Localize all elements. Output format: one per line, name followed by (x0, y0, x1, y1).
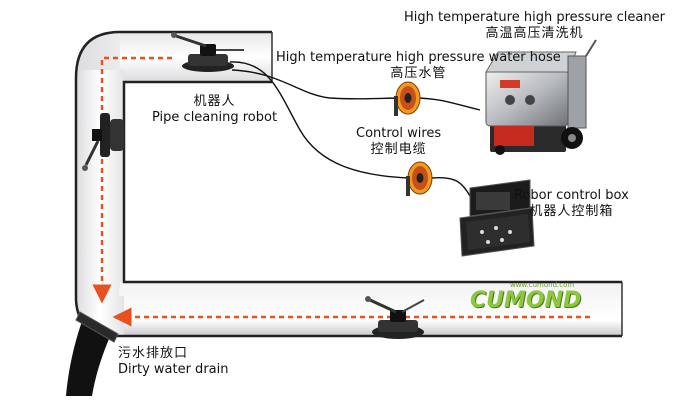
pipe-cleaning-robot-icon (171, 32, 244, 72)
hose-label: High temperature high pressure water hos… (276, 50, 561, 83)
cleaner-label: High temperature high pressure cleaner 高… (404, 10, 665, 43)
pipe-cleaning-robot-bottom-icon (365, 296, 425, 339)
logo-url: www.cumond.com (510, 281, 575, 289)
flow-arrows (92, 56, 590, 327)
cable-reel-icon (406, 161, 433, 196)
wires-label: Control wires 控制电缆 (356, 126, 441, 159)
control-box-label: Robor control box 机器人控制箱 (514, 188, 629, 221)
drain-pipe-icon (66, 311, 119, 396)
robot-label-zh: 机器人 (193, 94, 236, 109)
hose-label-zh: 高压水管 (390, 66, 447, 82)
hose-label-en: High temperature high pressure water hos… (276, 50, 561, 65)
control-box-label-zh: 机器人控制箱 (529, 204, 614, 220)
robot-label-en: Pipe cleaning robot (152, 110, 278, 126)
hose-reel-icon (394, 81, 421, 116)
pressure-cleaner-icon (485, 39, 597, 155)
pipe-cleaning-robot-side-icon (82, 113, 124, 171)
robot-label: 机器人 Pipe cleaning robot (152, 94, 277, 127)
wires-label-en: Control wires (356, 126, 442, 141)
cleaner-label-en: High temperature high pressure cleaner (404, 10, 665, 25)
cleaner-label-zh: 高温高压清洗机 (485, 26, 584, 42)
control-box-icon (459, 179, 535, 257)
cumond-logo: CUMOND (470, 288, 582, 313)
wires-label-zh: 控制电缆 (370, 142, 427, 158)
control-box-label-en: Robor control box (514, 188, 629, 203)
drain-label-en: Dirty water drain (118, 362, 229, 378)
drain-label-zh: 污水排放口 (118, 346, 189, 361)
drain-label: 污水排放口 Dirty water drain (118, 346, 228, 379)
